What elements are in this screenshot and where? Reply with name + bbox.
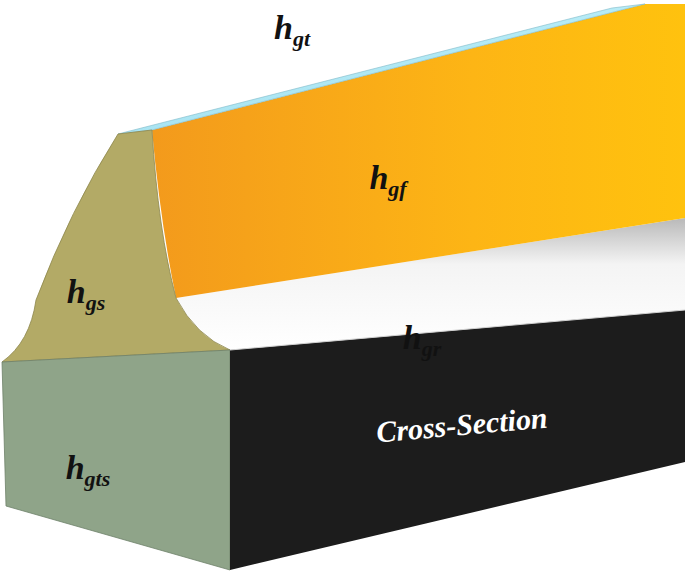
surface-label: hgt (274, 8, 310, 52)
flank-surface (152, 4, 685, 298)
tooth-side-face (2, 130, 230, 362)
cross-section-face (230, 310, 685, 570)
surface-label: hgf (369, 158, 406, 202)
surface-label: hgr (403, 318, 441, 362)
base-side-face (2, 350, 230, 570)
surface-label: hgs (67, 272, 105, 316)
surface-label: hgts (66, 448, 111, 492)
edge-line (230, 310, 685, 350)
top-land (118, 4, 645, 134)
